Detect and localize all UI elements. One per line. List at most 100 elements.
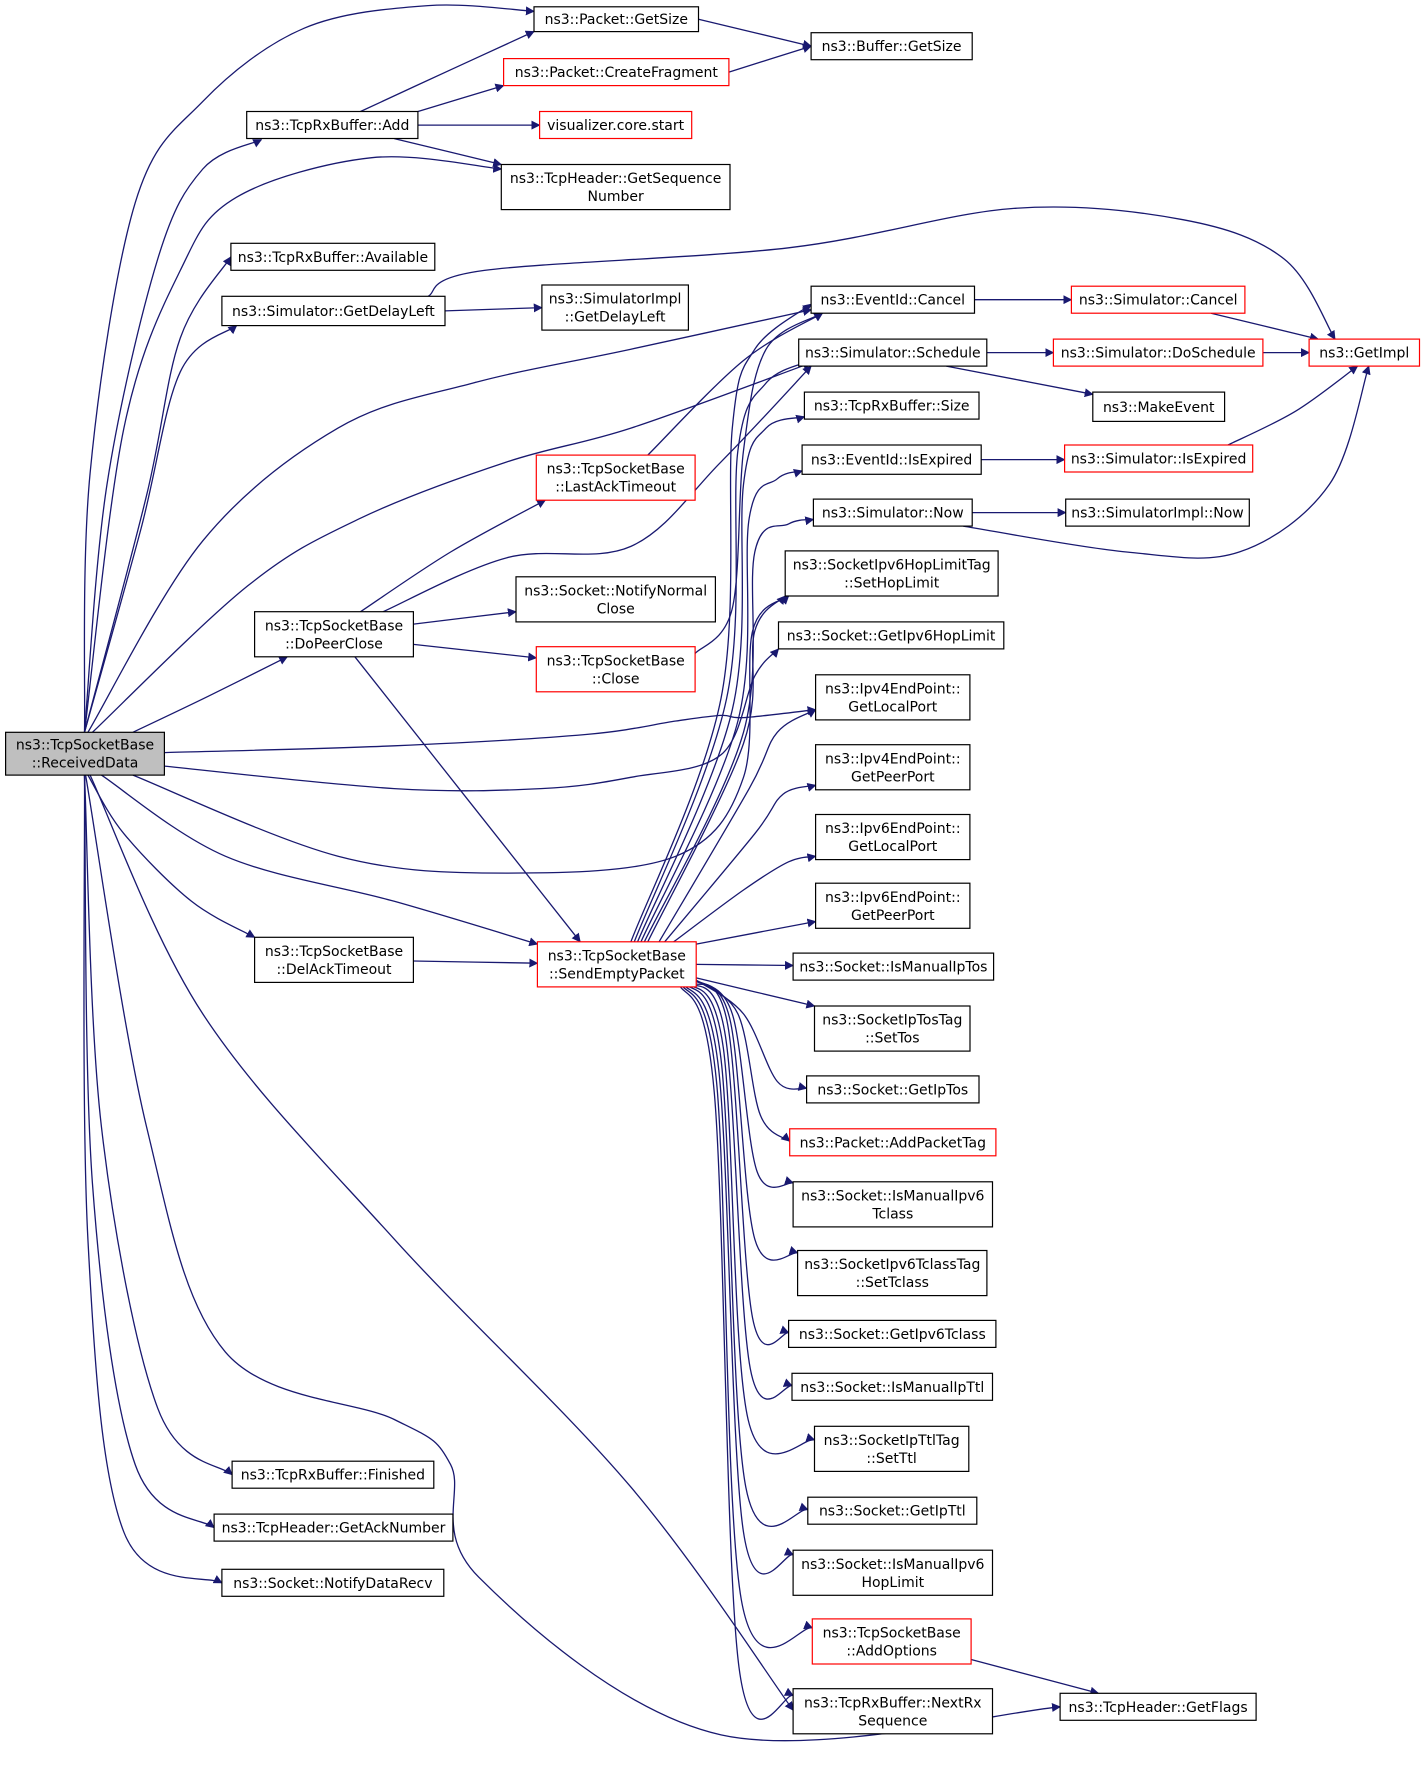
node-label: ::SetTclass — [856, 1275, 929, 1291]
node-tcp-close[interactable]: ns3::TcpSocketBase::Close — [535, 646, 696, 693]
edge-send-empty-packet-to-v4-peer-port — [664, 783, 817, 943]
node-box — [1065, 498, 1250, 527]
edge-received-data-to-rx-available — [83, 256, 232, 733]
node-sim-is-expired[interactable]: ns3::Simulator::IsExpired — [1063, 444, 1254, 473]
node-box — [814, 674, 971, 721]
node-add-options[interactable]: ns3::TcpSocketBase::AddOptions — [811, 1618, 972, 1665]
node-v4-peer-port[interactable]: ns3::Ipv4EndPoint::GetPeerPort — [814, 744, 971, 791]
node-rx-size[interactable]: ns3::TcpRxBuffer::Size — [803, 391, 980, 420]
node-label: ns3::Socket::GetIpTos — [817, 1082, 968, 1098]
node-box — [803, 391, 980, 420]
node-box — [810, 285, 976, 314]
node-v6-local-port[interactable]: ns3::Ipv6EndPoint::GetLocalPort — [814, 813, 971, 861]
node-label: ns3::TcpSocketBase — [265, 944, 403, 960]
node-get-ack-number[interactable]: ns3::TcpHeader::GetAckNumber — [213, 1513, 454, 1542]
node-rx-add[interactable]: ns3::TcpRxBuffer::Add — [246, 110, 419, 140]
node-label: GetPeerPort — [851, 908, 935, 924]
node-label: ns3::TcpRxBuffer::Add — [255, 118, 409, 134]
node-do-peer-close[interactable]: ns3::TcpSocketBase::DoPeerClose — [254, 611, 415, 658]
node-event-is-expired[interactable]: ns3::EventId::IsExpired — [801, 444, 982, 475]
node-del-ack-timeout[interactable]: ns3::TcpSocketBase::DelAckTimeout — [254, 936, 415, 983]
node-box — [221, 295, 446, 327]
node-label: ns3::TcpRxBuffer::Size — [814, 399, 970, 415]
node-last-ack-timeout[interactable]: ns3::TcpSocketBase::LastAckTimeout — [535, 454, 696, 501]
node-sim-cancel[interactable]: ns3::Simulator::Cancel — [1070, 285, 1246, 314]
edge-received-data-to-packet-get-size — [83, 4, 535, 733]
node-box — [500, 163, 731, 211]
edge-received-data-to-event-cancel — [87, 307, 812, 733]
edge-last-ack-timeout-to-event-cancel — [647, 312, 824, 456]
node-add-packet-tag[interactable]: ns3::Packet::AddPacketTag — [789, 1128, 997, 1157]
edge-send-empty-packet-to-add-options — [679, 982, 814, 1649]
node-get-delay-left[interactable]: ns3::Simulator::GetDelayLeft — [221, 295, 446, 327]
node-box — [777, 621, 1005, 650]
node-vis-start[interactable]: visualizer.core.start — [538, 110, 693, 140]
node-label: ns3::SocketIpTosTag — [822, 1013, 962, 1029]
node-label: ns3::EventId::Cancel — [821, 293, 966, 309]
node-is-manual-ip-tos[interactable]: ns3::Socket::IsManualIpTos — [792, 952, 995, 981]
node-label: visualizer.core.start — [547, 118, 684, 134]
node-get-impl[interactable]: ns3::GetImpl — [1308, 338, 1421, 367]
node-box — [814, 882, 971, 929]
node-box — [792, 1181, 994, 1228]
node-label: ::SetTtl — [866, 1451, 916, 1467]
node-box — [515, 576, 716, 623]
edge-send-empty-packet-to-get-ip-ttl — [684, 982, 809, 1527]
node-event-cancel[interactable]: ns3::EventId::Cancel — [810, 285, 976, 314]
node-set-hop-limit[interactable]: ns3::SocketIpv6HopLimitTag::SetHopLimit — [784, 550, 999, 597]
node-sim-schedule[interactable]: ns3::Simulator::Schedule — [798, 338, 988, 367]
node-label: GetPeerPort — [851, 769, 935, 785]
node-get-ipv6-hop-limit[interactable]: ns3::Socket::GetIpv6HopLimit — [777, 621, 1005, 650]
node-label: ns3::TcpRxBuffer::Finished — [241, 1468, 425, 1484]
node-set-ttl[interactable]: ns3::SocketIpTtlTag::SetTtl — [813, 1425, 970, 1473]
edge-send-empty-packet-to-v6-local-port — [673, 853, 817, 943]
node-impl-get-delay-left[interactable]: ns3::SimulatorImpl::GetDelayLeft — [541, 284, 690, 331]
node-sim-now[interactable]: ns3::Simulator::Now — [812, 498, 973, 527]
node-box — [792, 1549, 994, 1596]
node-get-ip-ttl[interactable]: ns3::Socket::GetIpTtl — [807, 1496, 978, 1525]
node-make-event[interactable]: ns3::MakeEvent — [1092, 391, 1226, 423]
node-set-tos[interactable]: ns3::SocketIpTosTag::SetTos — [813, 1005, 971, 1052]
node-label: ns3::Ipv6EndPoint:: — [825, 890, 961, 906]
node-label: ns3::Socket::NotifyNormal — [524, 583, 707, 599]
node-rx-finished[interactable]: ns3::TcpRxBuffer::Finished — [231, 1460, 435, 1489]
node-send-empty-packet[interactable]: ns3::TcpSocketBase::SendEmptyPacket — [536, 941, 697, 988]
node-is-manual-ip-ttl[interactable]: ns3::Socket::IsManualIpTtl — [791, 1372, 994, 1401]
node-label: ns3::Buffer::GetSize — [822, 39, 962, 55]
node-received-data[interactable]: ns3::TcpSocketBase::ReceivedData — [4, 731, 166, 776]
node-get-ip-tos[interactable]: ns3::Socket::GetIpTos — [805, 1075, 980, 1104]
node-impl-now[interactable]: ns3::SimulatorImpl::Now — [1065, 498, 1250, 527]
edge-received-data-to-send-empty-packet — [101, 774, 539, 947]
node-v6-peer-port[interactable]: ns3::Ipv6EndPoint::GetPeerPort — [814, 882, 971, 929]
node-rx-available[interactable]: ns3::TcpRxBuffer::Available — [230, 242, 436, 271]
node-label: ns3::Simulator::Cancel — [1079, 293, 1238, 309]
node-box — [533, 6, 700, 33]
node-label: HopLimit — [861, 1575, 924, 1591]
edges — [83, 4, 1371, 1742]
node-get-ipv6-tclass[interactable]: ns3::Socket::GetIpv6Tclass — [787, 1319, 997, 1349]
node-notify-data-recv[interactable]: ns3::Socket::NotifyDataRecv — [221, 1568, 445, 1597]
edge-send-empty-packet-to-set-tos — [696, 977, 816, 1009]
node-packet-get-size[interactable]: ns3::Packet::GetSize — [533, 6, 700, 33]
node-do-schedule[interactable]: ns3::Simulator::DoSchedule — [1052, 338, 1264, 367]
node-create-fragment[interactable]: ns3::Packet::CreateFragment — [503, 57, 730, 87]
edge-sim-is-expired-to-get-impl — [1227, 365, 1359, 446]
edge-send-empty-packet-to-event-cancel — [630, 303, 812, 943]
edge-do-peer-close-to-send-empty-packet — [354, 656, 581, 943]
node-box — [796, 1249, 988, 1297]
node-v4-local-port[interactable]: ns3::Ipv4EndPoint::GetLocalPort — [814, 674, 971, 721]
node-set-tclass[interactable]: ns3::SocketIpv6TclassTag::SetTclass — [796, 1249, 988, 1297]
node-label: ns3::TcpHeader::GetSequence — [510, 171, 721, 187]
node-buffer-get-size[interactable]: ns3::Buffer::GetSize — [810, 32, 973, 61]
node-label: ns3::Socket::IsManualIpTos — [799, 960, 987, 976]
edge-send-empty-packet-to-v4-local-port — [658, 709, 817, 943]
node-box — [1059, 1692, 1257, 1721]
node-label: Tclass — [871, 1206, 913, 1222]
node-get-flags[interactable]: ns3::TcpHeader::GetFlags — [1059, 1692, 1257, 1721]
node-label: ::LastAckTimeout — [555, 480, 676, 496]
